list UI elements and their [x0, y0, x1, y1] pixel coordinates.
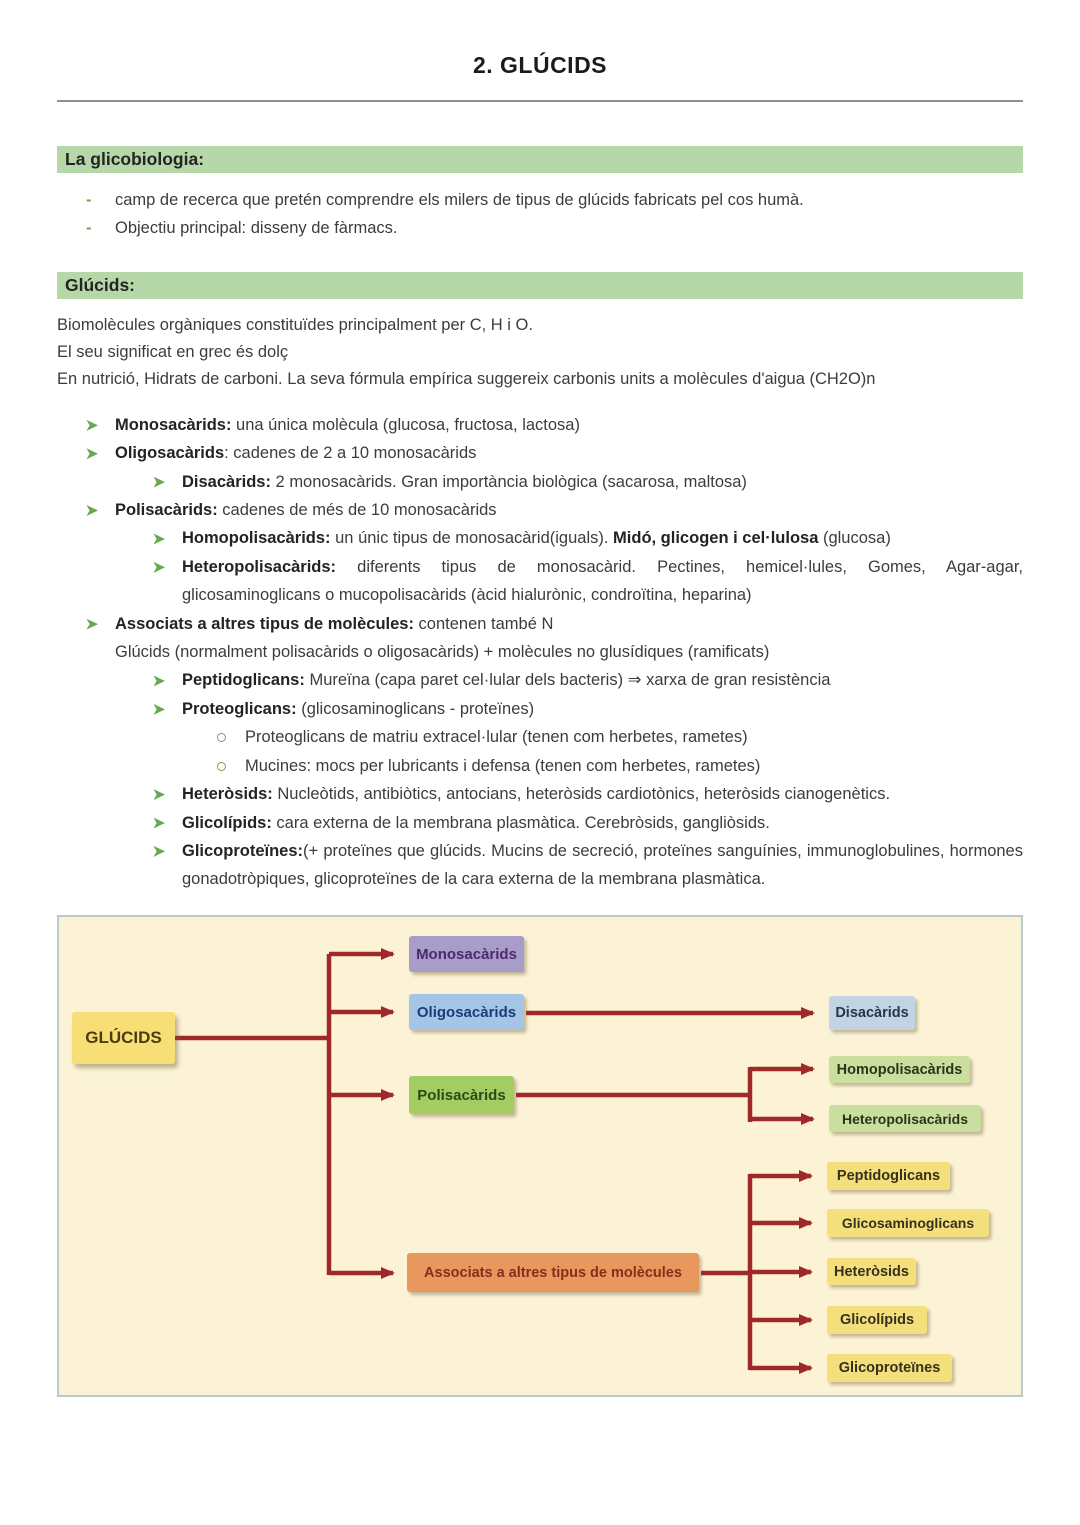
- title-divider: [57, 100, 1023, 102]
- list-item: Mucines: mocs per lubricants i defensa (…: [57, 752, 1023, 780]
- dash-bullet-icon: -: [86, 191, 92, 209]
- flowchart-node-homopolisacarids: Homopolisacàrids: [829, 1056, 970, 1083]
- arrow-bullet-icon: [153, 561, 165, 573]
- list-item: -Objectiu principal: disseny de fàrmacs.: [57, 214, 1023, 242]
- list-item: Polisacàrids: cadenes de més de 10 monos…: [57, 496, 1023, 524]
- page-title: 2. GLÚCIDS: [472, 52, 608, 78]
- arrow-bullet-icon: [153, 845, 165, 857]
- circle-bullet-icon: [217, 761, 226, 771]
- list-item: Peptidoglicans: Mureïna (capa paret cel·…: [57, 666, 1023, 694]
- paragraph: El seu significat en grec és dolç: [57, 342, 289, 361]
- list-item: Disacàrids: 2 monosacàrids. Gran importà…: [57, 468, 1023, 496]
- flowchart-node-polisacarids: Polisacàrids: [409, 1076, 514, 1114]
- glucids-list: Monosacàrids: una única molècula (glucos…: [57, 411, 1023, 894]
- list-item: -camp de recerca que pretén comprendre e…: [57, 186, 1023, 214]
- arrow-bullet-icon: [86, 505, 98, 517]
- arrow-bullet-icon: [153, 476, 165, 488]
- flowchart-node-glicolipids: Glicolípids: [827, 1306, 927, 1334]
- arrow-bullet-icon: [153, 533, 165, 545]
- flowchart-node-peptidoglicans: Peptidoglicans: [827, 1162, 950, 1190]
- arrow-bullet-icon: [153, 817, 165, 829]
- flowchart-node-glicoproteines: Glicoproteïnes: [827, 1354, 952, 1382]
- flowchart-node-oligosacarids: Oligosacàrids: [409, 994, 524, 1030]
- list-item: Homopolisacàrids: un únic tipus de monos…: [57, 524, 1023, 552]
- list-item: Oligosacàrids: cadenes de 2 a 10 monosac…: [57, 439, 1023, 467]
- list-item: Associats a altres tipus de molècules: c…: [57, 610, 1023, 638]
- list-item: Monosacàrids: una única molècula (glucos…: [57, 411, 1023, 439]
- circle-bullet-icon: [217, 733, 226, 743]
- dash-bullet-icon: -: [86, 219, 92, 238]
- arrow-bullet-icon: [86, 618, 98, 630]
- glicobiologia-list: -camp de recerca que pretén comprendre e…: [57, 186, 1023, 243]
- paragraph: Biomolècules orgàniques constituïdes pri…: [57, 315, 533, 334]
- arrow-bullet-icon: [153, 675, 165, 687]
- arrow-bullet-icon: [153, 789, 165, 801]
- list-item: Proteoglicans de matriu extracel·lular (…: [57, 723, 1023, 751]
- flowchart-node-disacarids: Disacàrids: [829, 996, 915, 1030]
- section-heading-glicobiologia: La glicobiologia:: [57, 146, 1023, 173]
- arrow-bullet-icon: [86, 419, 98, 431]
- flowchart-node-glicosaminoglicans: Glicosaminoglicans: [827, 1209, 989, 1237]
- flowchart-node-monosacarids: Monosacàrids: [409, 936, 524, 972]
- arrow-bullet-icon: [153, 703, 165, 715]
- glucids-intro: Biomolècules orgàniques constituïdes pri…: [57, 312, 1023, 393]
- list-item: Proteoglicans: (glicosaminoglicans - pro…: [57, 695, 1023, 723]
- paragraph: En nutrició, Hidrats de carboni. La seva…: [57, 369, 876, 388]
- list-item: Heteropolisacàrids: diferents tipus de m…: [57, 553, 1023, 610]
- list-item: Heteròsids: Nucleòtids, antibiòtics, ant…: [57, 780, 1023, 808]
- flowchart-node-glucids: GLÚCIDS: [72, 1012, 175, 1064]
- section-heading-glucids: Glúcids:: [57, 271, 1023, 299]
- flowchart-node-associats: Associats a altres tipus de molècules: [407, 1253, 699, 1292]
- list-item: Glicoproteïnes:(+ proteïnes que glúcids.…: [57, 837, 1023, 894]
- flowchart-connectors: [175, 948, 815, 1374]
- flowchart-node-heteropolisacarids: Heteropolisacàrids: [829, 1105, 981, 1132]
- flowchart-node-heterosids: Heteròsids: [827, 1258, 916, 1285]
- list-item: Glicolípids: cara externa de la membrana…: [57, 809, 1023, 837]
- list-item: Glúcids (normalment polisacàrids o oligo…: [115, 643, 770, 662]
- arrow-bullet-icon: [86, 448, 98, 460]
